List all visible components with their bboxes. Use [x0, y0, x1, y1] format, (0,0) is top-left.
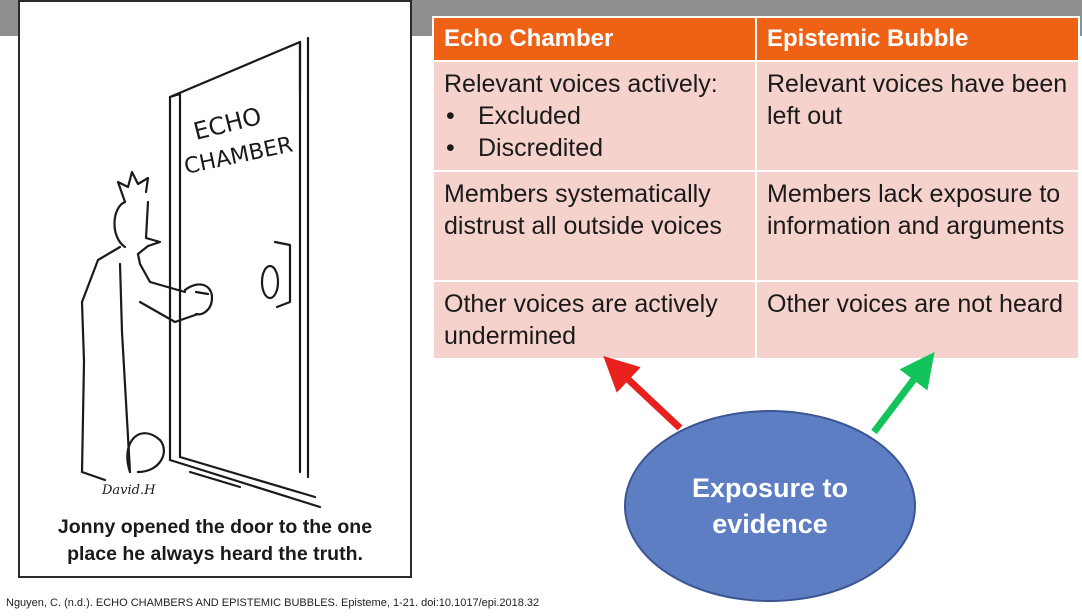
cartoon-signature: David.H	[101, 483, 156, 498]
caption-line2: place he always heard the truth.	[67, 543, 363, 565]
cell-bubble-row2: Members lack exposure to information and…	[755, 170, 1080, 282]
header-echo-chamber: Echo Chamber	[432, 16, 757, 62]
bullet-excluded: Excluded	[444, 100, 745, 132]
cell-text: Relevant voices have been left out	[767, 70, 1068, 130]
bullet-list: Excluded Discredited	[444, 100, 745, 164]
cell-text: Members lack exposure to information and…	[767, 180, 1065, 240]
cartoon-caption: Jonny opened the door to the one place h…	[20, 514, 410, 568]
door-sign-line1: ECHO	[191, 102, 265, 146]
cartoon-illustration: ECHO CHAMBER David.H	[80, 36, 322, 509]
table-row: Members systematically distrust all outs…	[432, 170, 1080, 282]
table-header-row: Echo Chamber Epistemic Bubble	[432, 16, 1080, 62]
caption-line1: Jonny opened the door to the one	[57, 516, 373, 538]
cell-text: Other voices are actively undermined	[444, 290, 718, 350]
cell-bubble-row1: Relevant voices have been left out	[755, 60, 1080, 172]
header-epistemic-bubble: Epistemic Bubble	[755, 16, 1080, 62]
table-row: Relevant voices actively: Excluded Discr…	[432, 60, 1080, 172]
cell-echo-row2: Members systematically distrust all outs…	[432, 170, 757, 282]
citation: Nguyen, C. (n.d.). ECHO CHAMBERS AND EPI…	[6, 597, 540, 609]
cell-text: Relevant voices actively:	[444, 70, 718, 98]
table-row: Other voices are actively undermined Oth…	[432, 280, 1080, 360]
cell-bubble-row3: Other voices are not heard	[755, 280, 1080, 360]
red-arrow	[603, 356, 683, 431]
cell-echo-row1: Relevant voices actively: Excluded Discr…	[432, 60, 757, 172]
green-arrow	[871, 352, 935, 435]
comparison-table: Echo Chamber Epistemic Bubble Relevant v…	[432, 16, 1080, 360]
cell-echo-row3: Other voices are actively undermined	[432, 280, 757, 360]
cartoon-panel: ECHO CHAMBER David.H Jonny opened the do…	[18, 0, 412, 578]
bullet-discredited: Discredited	[444, 132, 745, 164]
exposure-label: Exposure to evidence	[691, 473, 849, 539]
exposure-ellipse: Exposure to evidence	[624, 410, 916, 602]
cell-text: Members systematically distrust all outs…	[444, 180, 722, 240]
cell-text: Other voices are not heard	[767, 290, 1063, 318]
